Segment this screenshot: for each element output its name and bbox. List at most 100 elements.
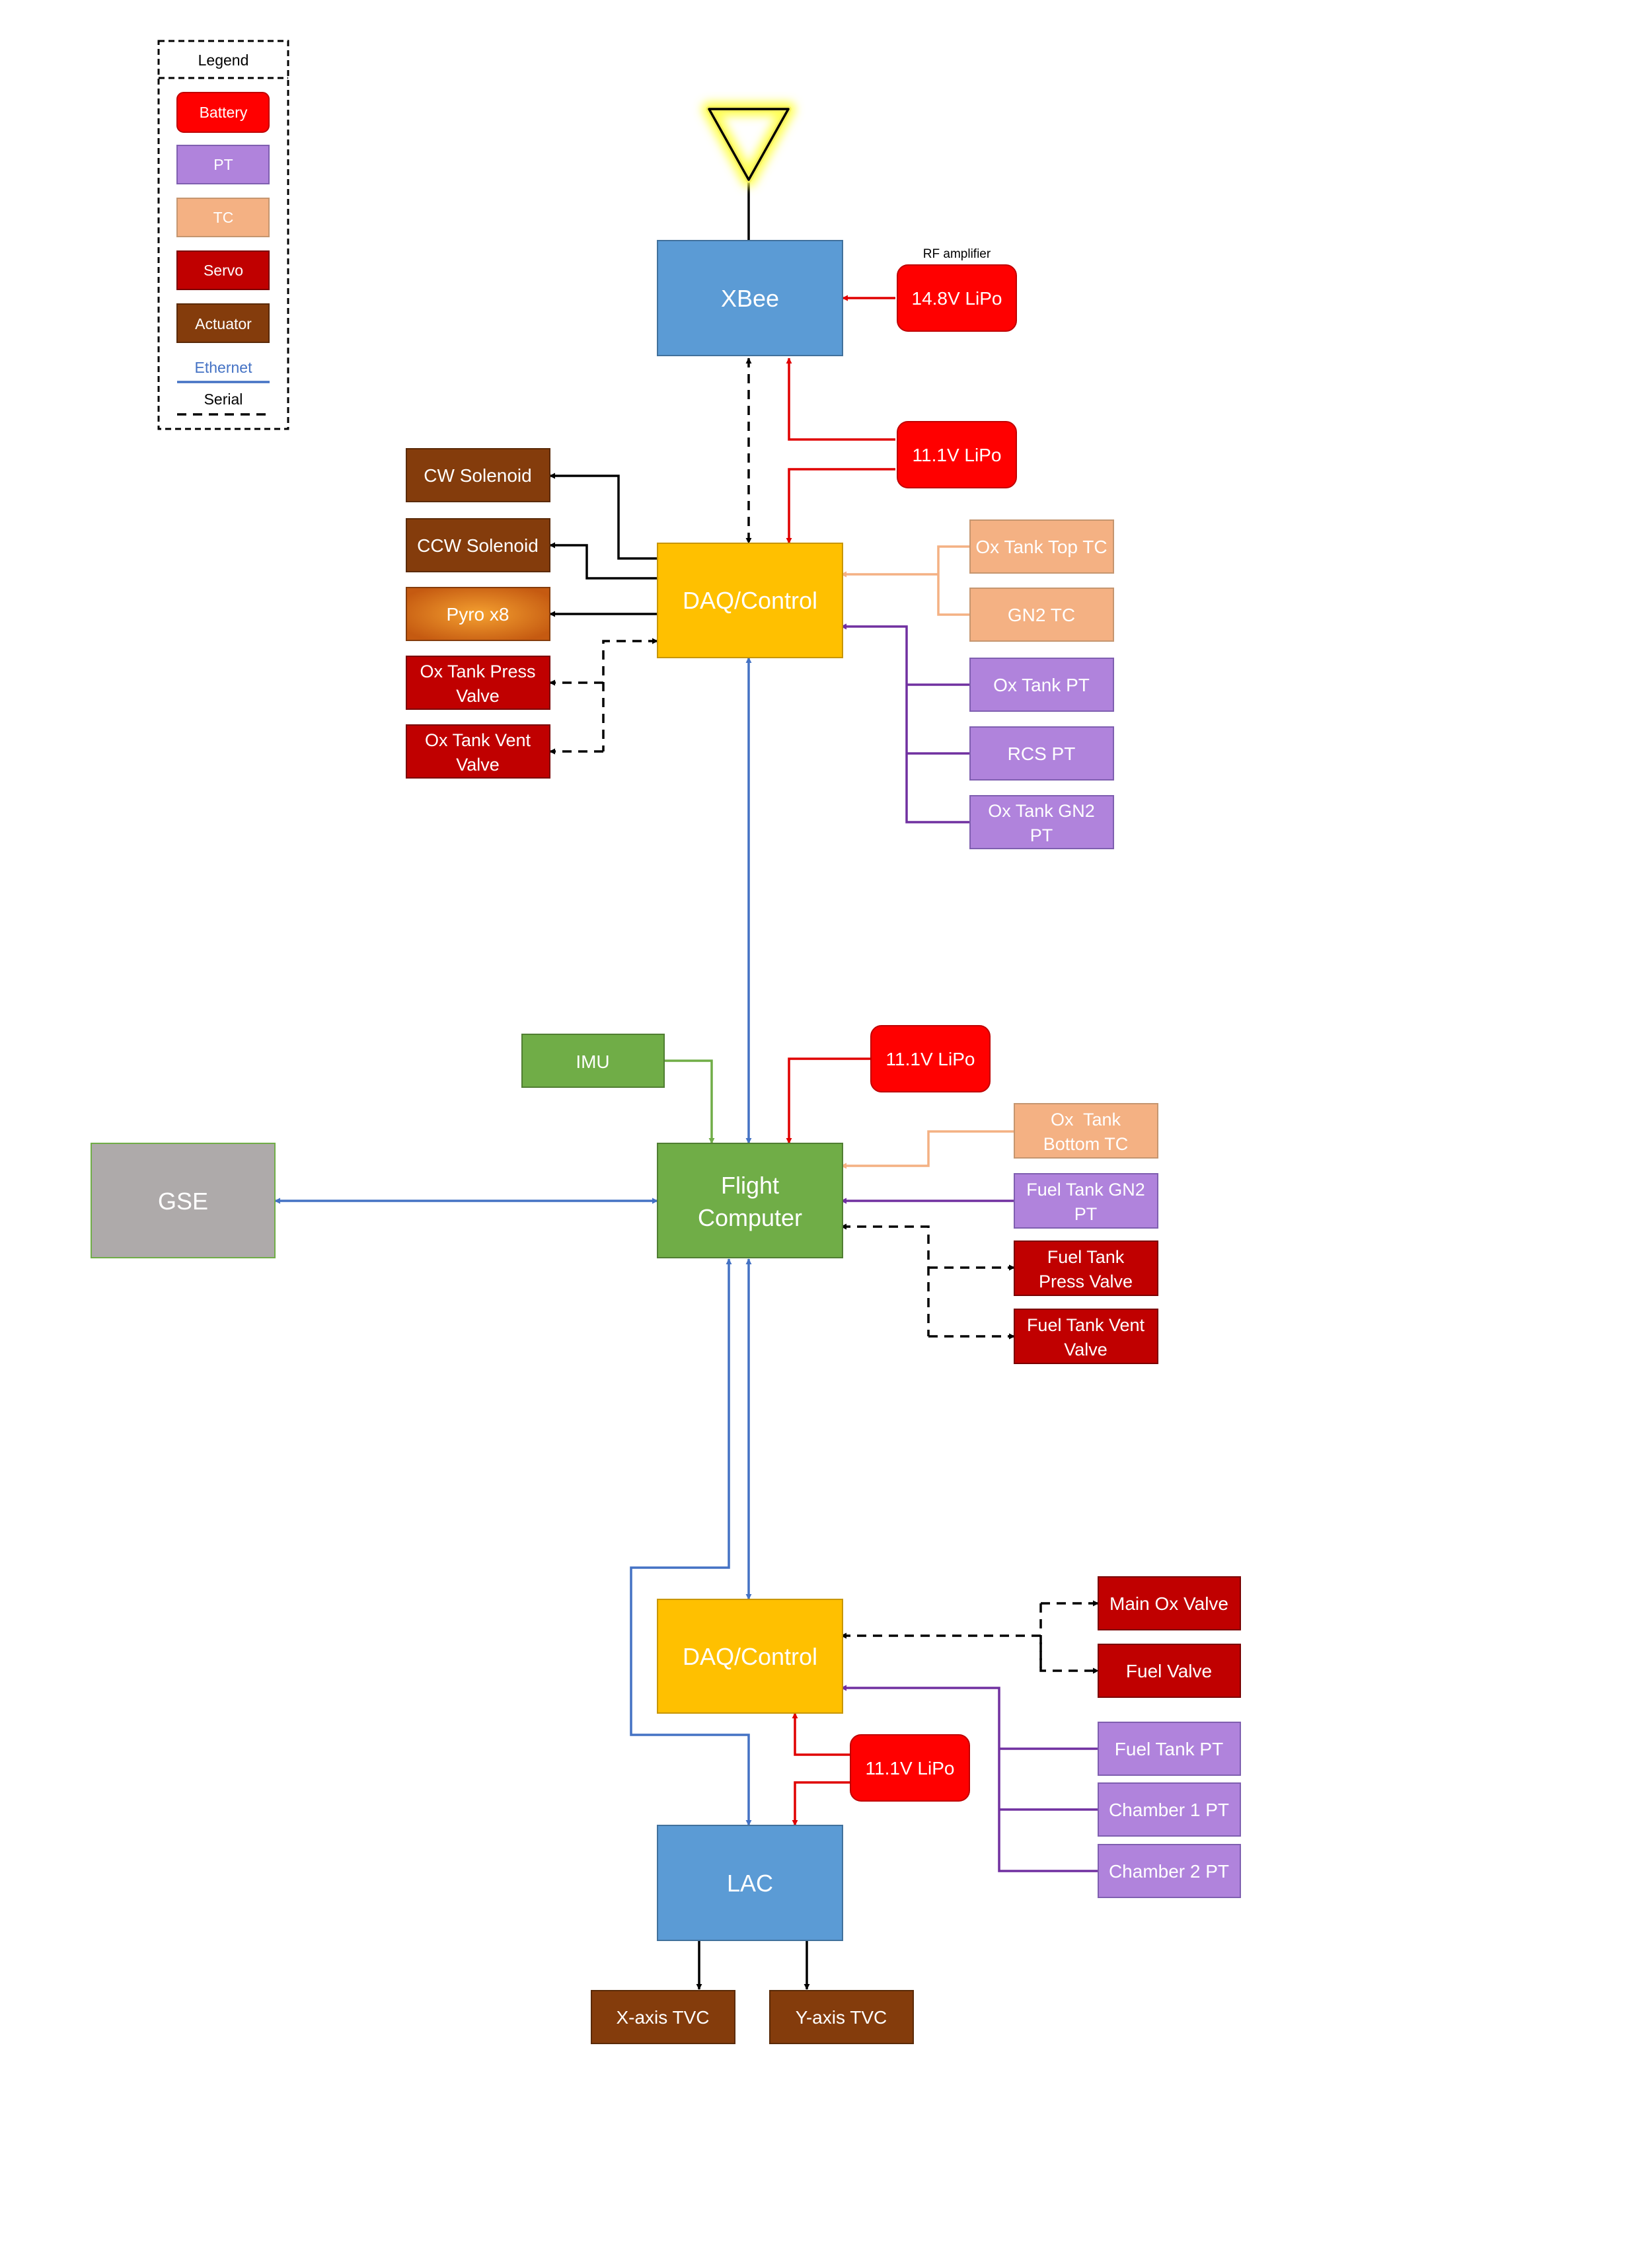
fuel-press-valve-label-line1: Fuel Tank <box>1047 1247 1125 1267</box>
chamber-2-pt: Chamber 2 PT <box>1098 1844 1241 1898</box>
flight-computer-label-line1: Flight <box>721 1172 779 1199</box>
fuel-tank-pt: Fuel Tank PT <box>1098 1722 1241 1776</box>
battery-14-8v-lipo: 14.8V LiPo <box>897 264 1017 332</box>
legend-label-actuator: Actuator <box>195 315 252 332</box>
rf-amplifier-note: RF amplifier <box>923 247 991 261</box>
legend-swatch-servo <box>176 250 270 290</box>
ccw-solenoid-actuator: CCW Solenoid <box>406 518 550 572</box>
flight-computer-block: Flight Computer <box>657 1143 843 1258</box>
ox-tank-bottom-tc: Ox Tank Bottom TC <box>1014 1103 1158 1159</box>
main-ox-valve-label: Main Ox Valve <box>1109 1593 1228 1614</box>
xbee-label: XBee <box>721 285 779 312</box>
chamber-1-pt: Chamber 1 PT <box>1098 1782 1241 1837</box>
battery-14-8v-label: 14.8V LiPo <box>912 288 1002 309</box>
x-axis-tvc-label: X-axis TVC <box>616 2007 709 2028</box>
fuel-tank-vent-valve-servo: Fuel Tank Vent Valve <box>1014 1309 1158 1364</box>
imu-to-flight-line <box>664 1059 715 1144</box>
flight-fuel-valves-serial-bus <box>841 1223 930 1336</box>
bus-to-fuel-valve <box>1039 1603 1099 1674</box>
ox-tank-pt: Ox Tank PT <box>969 658 1114 712</box>
y-axis-tvc-actuator: Y-axis TVC <box>769 1990 914 2044</box>
battery-11-1v-lipo-bottom: 11.1V LiPo <box>850 1734 970 1802</box>
daq-control-bottom-block: DAQ/Control <box>657 1599 843 1714</box>
fuel-vent-valve-label-line2: Valve <box>1064 1340 1108 1359</box>
gse-block: GSE <box>91 1143 276 1258</box>
lac-label: LAC <box>727 1870 773 1897</box>
daq-to-ccw-solenoid-line <box>549 542 657 580</box>
flight-computer-label-line2: Computer <box>698 1204 802 1231</box>
imu-block: IMU <box>521 1034 665 1088</box>
cw-solenoid-label: CW Solenoid <box>424 465 531 486</box>
lac-block: LAC <box>657 1825 843 1941</box>
legend-swatch-tc <box>176 198 270 237</box>
daq-to-cw-solenoid-line <box>549 473 657 560</box>
fuel-tank-pt-label: Fuel Tank PT <box>1115 1739 1223 1759</box>
cw-solenoid-actuator: CW Solenoid <box>406 448 550 502</box>
pyro-actuator: Pyro x8 <box>406 587 550 641</box>
ox-bottom-tc-label-line2: Bottom TC <box>1043 1134 1129 1154</box>
legend-label-ethernet: Ethernet <box>195 359 253 376</box>
ox-vent-valve-label-line1: Ox Tank Vent <box>425 730 531 750</box>
lipo111-to-lac-line <box>792 1781 850 1826</box>
legend-label-pt: PT <box>213 156 233 173</box>
chamber-2-pt-label: Chamber 2 PT <box>1109 1861 1229 1882</box>
chamber-1-pt-label: Chamber 1 PT <box>1109 1800 1229 1820</box>
legend: Legend Battery PT TC Servo Actuator Ethe… <box>157 40 289 430</box>
battery-11-1v-lipo-mid: 11.1V LiPo <box>870 1025 991 1092</box>
ox-tank-top-tc: Ox Tank Top TC <box>969 519 1114 574</box>
legend-swatch-battery <box>176 92 270 133</box>
x-axis-tvc-actuator: X-axis TVC <box>591 1990 735 2044</box>
ox-bottom-tc-label-line1: Ox Tank <box>1051 1110 1121 1129</box>
ox-vent-valve-label-line2: Valve <box>456 755 500 775</box>
fuel-vent-valve-label-line1: Fuel Tank Vent <box>1027 1315 1145 1335</box>
daq-control-top-block: DAQ/Control <box>657 543 843 658</box>
daq-ox-valves-serial-bus <box>602 638 658 751</box>
ox-tank-pt-label: Ox Tank PT <box>993 675 1090 695</box>
fuel-press-valve-label-line2: Press Valve <box>1039 1272 1133 1291</box>
legend-label-serial: Serial <box>204 391 243 408</box>
battery-11-1v-bottom-label: 11.1V LiPo <box>866 1758 955 1778</box>
legend-label-battery: Battery <box>200 104 248 121</box>
daq-bottom-label: DAQ/Control <box>683 1643 817 1670</box>
daq-top-label: DAQ/Control <box>683 587 817 614</box>
y-axis-tvc-label: Y-axis TVC <box>796 2007 887 2028</box>
ox-gn2-pt-label-line2: PT <box>1030 825 1053 845</box>
gn2-tc: GN2 TC <box>969 588 1114 642</box>
rcs-pt-label: RCS PT <box>1008 744 1076 764</box>
main-ox-valve-servo: Main Ox Valve <box>1098 1576 1241 1630</box>
legend-title: Legend <box>198 52 249 69</box>
ox-top-tc-label: Ox Tank Top TC <box>975 537 1107 557</box>
legend-label-servo: Servo <box>204 262 243 279</box>
lipo111-to-daq-line <box>786 468 895 544</box>
legend-swatch-actuator <box>176 303 270 343</box>
ox-press-valve-label-line1: Ox Tank Press <box>420 662 535 681</box>
tc-to-daq-top-line <box>841 545 970 616</box>
fuel-gn2-pt-label-line2: PT <box>1074 1204 1098 1224</box>
imu-label: IMU <box>576 1051 609 1072</box>
ox-tank-press-valve-servo: Ox Tank Press Valve <box>406 656 550 710</box>
ox-tank-vent-valve-servo: Ox Tank Vent Valve <box>406 724 550 779</box>
ox-gn2-pt-label-line1: Ox Tank GN2 <box>988 801 1095 821</box>
battery-11-1v-lipo-top: 11.1V LiPo <box>897 421 1017 488</box>
antenna-icon <box>702 102 796 187</box>
fuel-valve-servo: Fuel Valve <box>1098 1644 1241 1698</box>
lipo111-to-daq-bottom-line <box>792 1712 850 1756</box>
lipo111-to-xbee-line <box>786 358 895 441</box>
fuel-tank-press-valve-servo: Fuel Tank Press Valve <box>1014 1241 1158 1296</box>
gn2-tc-label: GN2 TC <box>1008 605 1075 625</box>
battery-11-1v-top-label: 11.1V LiPo <box>913 445 1002 465</box>
pyro-label: Pyro x8 <box>447 604 509 625</box>
gse-label: GSE <box>158 1188 208 1215</box>
rcs-pt: RCS PT <box>969 726 1114 781</box>
pt-to-daq-bottom-line <box>841 1688 1098 1872</box>
battery-11-1v-mid-label: 11.1V LiPo <box>886 1049 975 1069</box>
legend-swatch-pt <box>176 145 270 184</box>
lipo111-to-flight-line <box>786 1057 871 1144</box>
ox-press-valve-label-line2: Valve <box>456 686 500 706</box>
legend-label-tc: TC <box>213 209 234 226</box>
connectors <box>274 180 1099 1990</box>
xbee-block: XBee <box>657 240 843 356</box>
ox-tank-gn2-pt: Ox Tank GN2 PT <box>969 795 1114 849</box>
flight-lac-ethernet-link <box>630 1258 752 1826</box>
